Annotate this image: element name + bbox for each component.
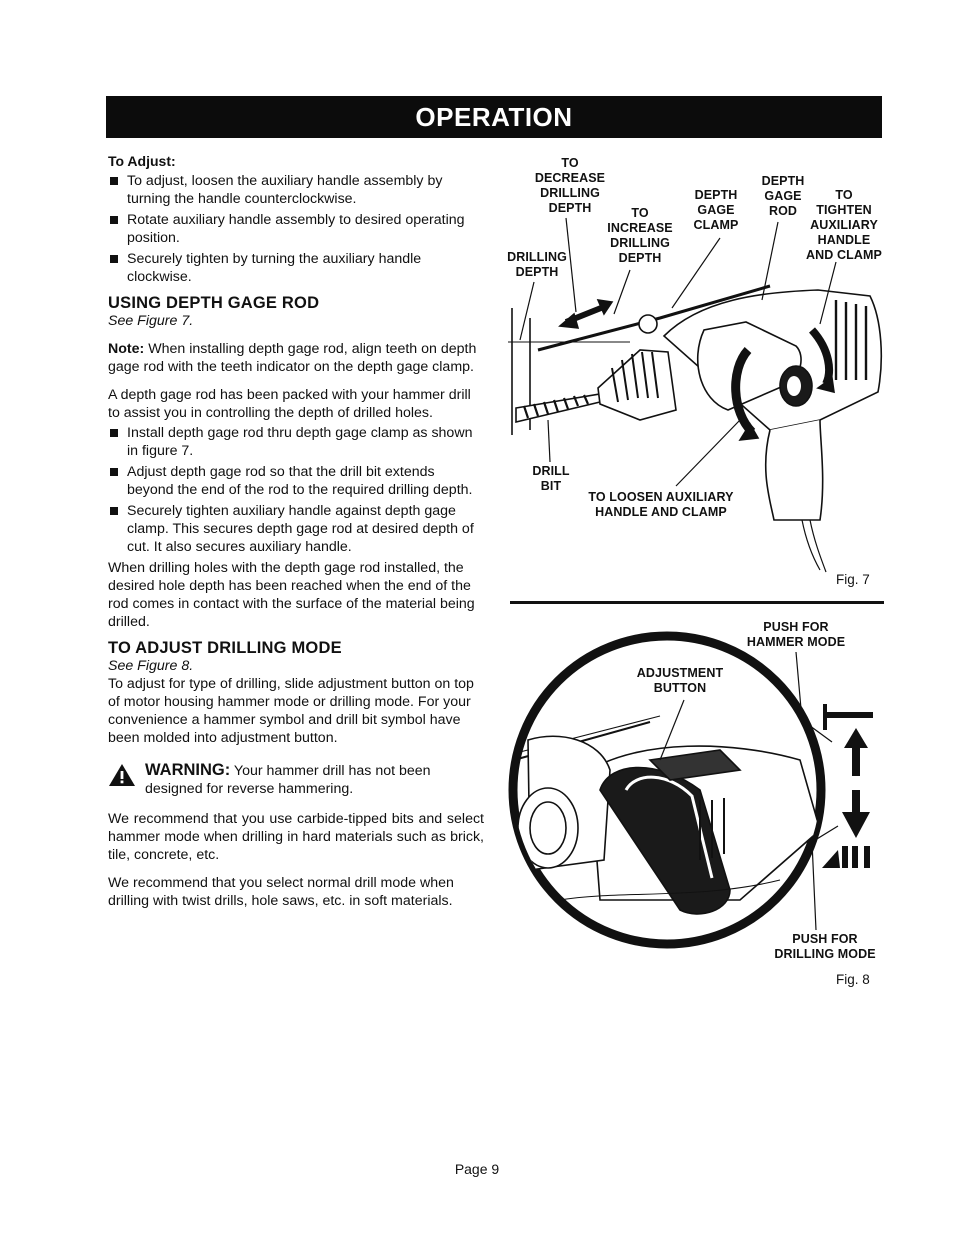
closing-paragraph: When drilling holes with the depth gage …	[108, 560, 475, 630]
text-column: To Adjust: To adjust, loosen the auxilia…	[108, 152, 484, 920]
list-item: Securely tighten auxiliary handle agains…	[108, 502, 484, 556]
list-item: Install depth gage rod thru depth gage c…	[108, 424, 484, 460]
to-adjust-list: To adjust, loosen the auxiliary handle a…	[108, 172, 484, 286]
recommend-drill-paragraph: We recommend that you select normal dril…	[108, 875, 454, 909]
drilling-mode-heading: TO ADJUST DRILLING MODE	[108, 639, 342, 657]
recommend-carbide-paragraph: We recommend that you use carbide-tipped…	[108, 811, 484, 863]
list-item: Rotate auxiliary handle assembly to desi…	[108, 211, 484, 247]
depth-gage-list: Install depth gage rod thru depth gage c…	[108, 424, 484, 556]
drilling-mode-arrow-icon	[822, 790, 870, 868]
page-number: Page 9	[454, 1161, 500, 1177]
section-banner: OPERATION	[106, 96, 882, 138]
figure-divider	[510, 601, 884, 604]
figure-7-drill-illustration	[508, 217, 883, 573]
warning-block: WARNING: Your hammer drill has not been …	[108, 761, 484, 798]
list-item: Securely tighten by turning the auxiliar…	[108, 250, 484, 286]
warning-icon	[109, 764, 135, 786]
depth-gage-heading: USING DEPTH GAGE ROD	[108, 294, 320, 312]
note-paragraph: Note: When installing depth gage rod, al…	[108, 341, 477, 375]
see-figure-8: See Figure 8.	[108, 658, 194, 674]
list-item: To adjust, loosen the auxiliary handle a…	[108, 172, 484, 208]
to-adjust-heading: To Adjust:	[108, 153, 176, 169]
figure-8-caption: Fig. 8	[836, 972, 870, 987]
note-label: Note:	[108, 341, 145, 357]
list-item: Adjust depth gage rod so that the drill …	[108, 463, 484, 499]
figure-7-caption: Fig. 7	[836, 572, 870, 587]
hammer-mode-arrow-icon	[823, 704, 873, 776]
drilling-mode-paragraph: To adjust for type of drilling, slide ad…	[108, 676, 474, 746]
intro-paragraph: A depth gage rod has been packed with yo…	[108, 387, 471, 421]
see-figure-7: See Figure 7.	[108, 313, 194, 329]
warning-label: WARNING:	[145, 761, 231, 779]
figure-8-mode-illustration	[508, 631, 839, 949]
